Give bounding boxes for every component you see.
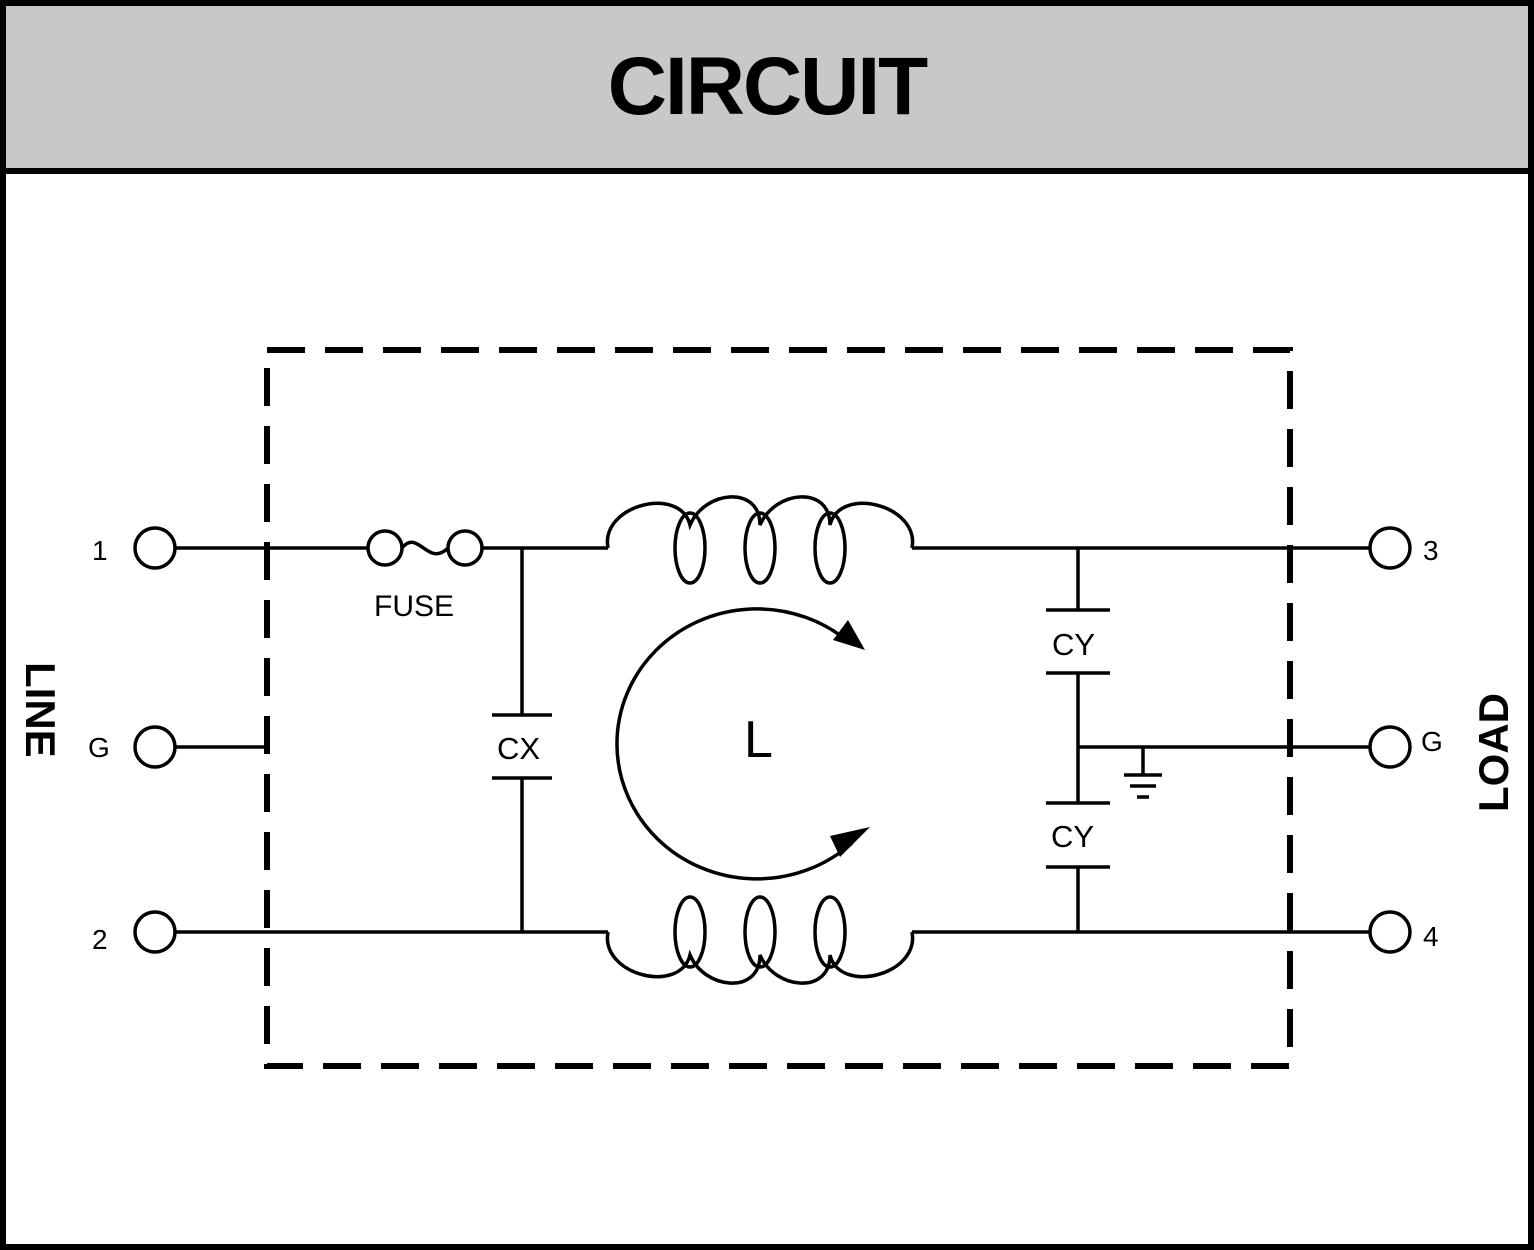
- terminal-g-load-label: G: [1421, 726, 1443, 757]
- terminal-4: [1368, 910, 1412, 954]
- page-title: CIRCUIT: [607, 41, 929, 132]
- inductor-top-winding: [605, 495, 915, 585]
- terminal-3: [1368, 526, 1412, 570]
- filter-enclosure: [264, 347, 1293, 1069]
- cx-label: CX: [497, 731, 540, 766]
- fuse-label: FUSE: [374, 590, 454, 623]
- terminal-g-line-label: G: [88, 732, 110, 763]
- terminal-2: [133, 910, 177, 954]
- flux-arrow-arc: [615, 607, 854, 881]
- fuse-icon: [366, 529, 484, 567]
- terminal-2-label: 2: [92, 924, 108, 955]
- inductor-bottom-winding: [605, 895, 915, 985]
- terminal-g-line: [133, 725, 177, 769]
- line-side-label: LINE: [17, 662, 64, 758]
- cy-bottom-label: CY: [1051, 819, 1094, 854]
- load-side-label: LOAD: [1470, 693, 1517, 812]
- terminal-4-label: 4: [1423, 921, 1439, 952]
- flux-arrow-head-top: [833, 620, 865, 650]
- flux-arrow-head-bottom: [830, 827, 870, 857]
- inductor-label: L: [744, 711, 773, 769]
- terminal-1-label: 1: [92, 535, 108, 566]
- header-bar: CIRCUIT: [6, 6, 1528, 174]
- terminal-g-load: [1368, 725, 1412, 769]
- ground-icon: [1124, 747, 1162, 799]
- terminal-1: [133, 526, 177, 570]
- terminal-3-label: 3: [1423, 535, 1439, 566]
- cy-top-label: CY: [1052, 627, 1095, 662]
